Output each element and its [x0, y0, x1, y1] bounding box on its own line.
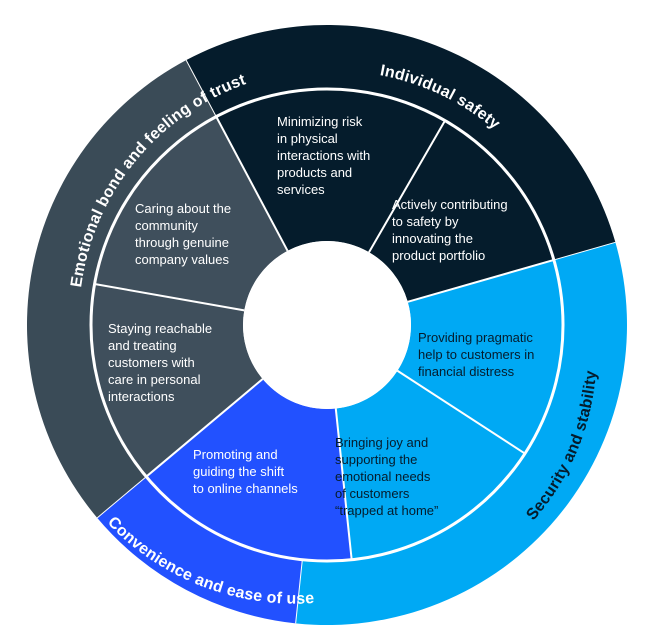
text-providing-help: Providing pragmatic help to customers in… [418, 330, 535, 379]
outer-divider-line [185, 59, 217, 117]
segment-staying-reachable [90, 284, 263, 477]
divider-line [334, 408, 353, 560]
segment-dividers [94, 59, 616, 624]
divider-line [145, 378, 264, 478]
text-bringing-joy: Bringing joy and supporting the emotiona… [335, 435, 439, 518]
outer-ring-convenience [97, 476, 303, 624]
divider-line [368, 120, 446, 253]
segment-caring-community [94, 116, 288, 311]
divider-line [396, 369, 526, 455]
text-promoting-shift: Promoting and guiding the shift to onlin… [193, 447, 298, 496]
outer-divider-line [553, 241, 616, 261]
outer-divider-line [295, 559, 303, 624]
outer-ring-emotional-bond [26, 60, 217, 518]
text-staying-reachable: Staying reachable and treating customers… [108, 321, 213, 404]
segment-promoting-shift [146, 378, 352, 561]
center-hole [243, 241, 411, 409]
text-caring-community: Caring about the community through genui… [135, 201, 232, 267]
segment-bringing-joy [335, 370, 525, 560]
outer-ring-individual-safety [186, 25, 616, 260]
segment-actively-contributing [369, 120, 554, 302]
divider-line [215, 116, 289, 252]
separator-ring [89, 87, 565, 563]
text-actively-contributing: Actively contributing to safety by innov… [392, 197, 508, 263]
segment-providing-help [397, 259, 564, 454]
divider-line [94, 283, 245, 312]
segment-minimizing-risk [216, 89, 445, 253]
outer-divider-line [96, 476, 147, 519]
outer-ring-security-stability [295, 242, 627, 626]
divider-line [407, 258, 555, 303]
text-minimizing-risk: Minimizing risk in physical interactions… [277, 114, 371, 197]
